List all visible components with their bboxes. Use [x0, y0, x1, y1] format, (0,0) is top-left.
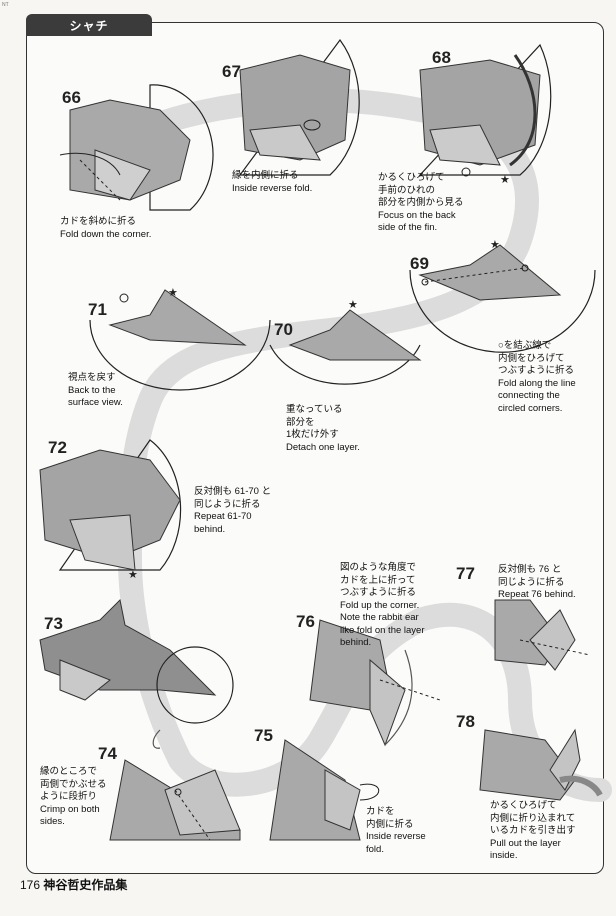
step-number-67: 67 — [222, 62, 241, 81]
svg-text:★: ★ — [348, 299, 358, 311]
diagram-78 — [479, 728, 603, 801]
diagram-77 — [494, 599, 591, 671]
step-number-77: 77 — [456, 564, 475, 583]
page-footer: 176 神谷哲史作品集 — [20, 876, 127, 893]
caption-76: 図のような角度で カドを上に折って つぶすように折る Fold up the c… — [340, 562, 425, 648]
caption-77: 反対側も 76 と 同じように折る Repeat 76 behind. — [498, 564, 576, 600]
diagram-67 — [238, 38, 360, 176]
step-number-76: 76 — [296, 612, 315, 631]
svg-text:★: ★ — [168, 287, 178, 299]
step-number-78: 78 — [456, 712, 475, 731]
step-number-68: 68 — [432, 48, 451, 67]
caption-69: ○を結ぶ線で 内側をひろげて つぶすように折る Fold along the l… — [498, 340, 576, 414]
step-number-69: 69 — [410, 254, 429, 273]
caption-78: かるくひろげて 内側に折り込まれて いるカドを引き出す Pull out the… — [490, 800, 576, 861]
diagram-66 — [59, 84, 214, 211]
section-title-tab: シャチ — [26, 14, 152, 36]
step-number-72: 72 — [48, 438, 67, 457]
svg-text:★: ★ — [490, 239, 500, 251]
caption-74: 縁のところで 両側でかぶせる ように段折り Crimp on both side… — [40, 766, 107, 827]
svg-text:★: ★ — [500, 174, 510, 186]
caption-71: 視点を戻す Back to the surface view. — [68, 372, 123, 408]
caption-68: かるくひろげて 手前のひれの 部分を内側から見る Focus on the ba… — [378, 172, 464, 233]
step-number-75: 75 — [254, 726, 273, 745]
book-title: 神谷哲史作品集 — [43, 878, 128, 892]
caption-75: カドを 内側に折る Inside reverse fold. — [366, 806, 426, 855]
diagram-74 — [109, 759, 241, 841]
step-number-73: 73 — [44, 614, 63, 633]
step-number-71: 71 — [88, 300, 107, 319]
caption-72: 反対側も 61-70 と 同じように折る Repeat 61-70 behind… — [194, 486, 272, 535]
page-number: 176 — [20, 878, 41, 892]
diagram-70: ★ — [269, 299, 422, 385]
caption-70: 重なっている 部分を 1枚だけ外す Detach one layer. — [286, 404, 360, 453]
caption-67: 縁を内側に折る Inside reverse fold. — [232, 170, 313, 194]
svg-text:★: ★ — [128, 569, 138, 581]
diagram-76 — [309, 619, 441, 747]
step-number-66: 66 — [62, 88, 81, 107]
step-number-74: 74 — [98, 744, 117, 763]
step-number-70: 70 — [274, 320, 293, 339]
diagram-68: ★ — [418, 43, 552, 186]
diagram-71: ★ — [89, 287, 271, 391]
diagram-73 — [39, 598, 234, 749]
diagram-69: ★ — [409, 239, 596, 353]
edge-mark: NT — [2, 2, 9, 8]
caption-66: カドを斜めに折る Fold down the corner. — [60, 216, 152, 240]
diagram-75 — [269, 739, 380, 841]
diagram-72: ★ — [39, 439, 182, 581]
